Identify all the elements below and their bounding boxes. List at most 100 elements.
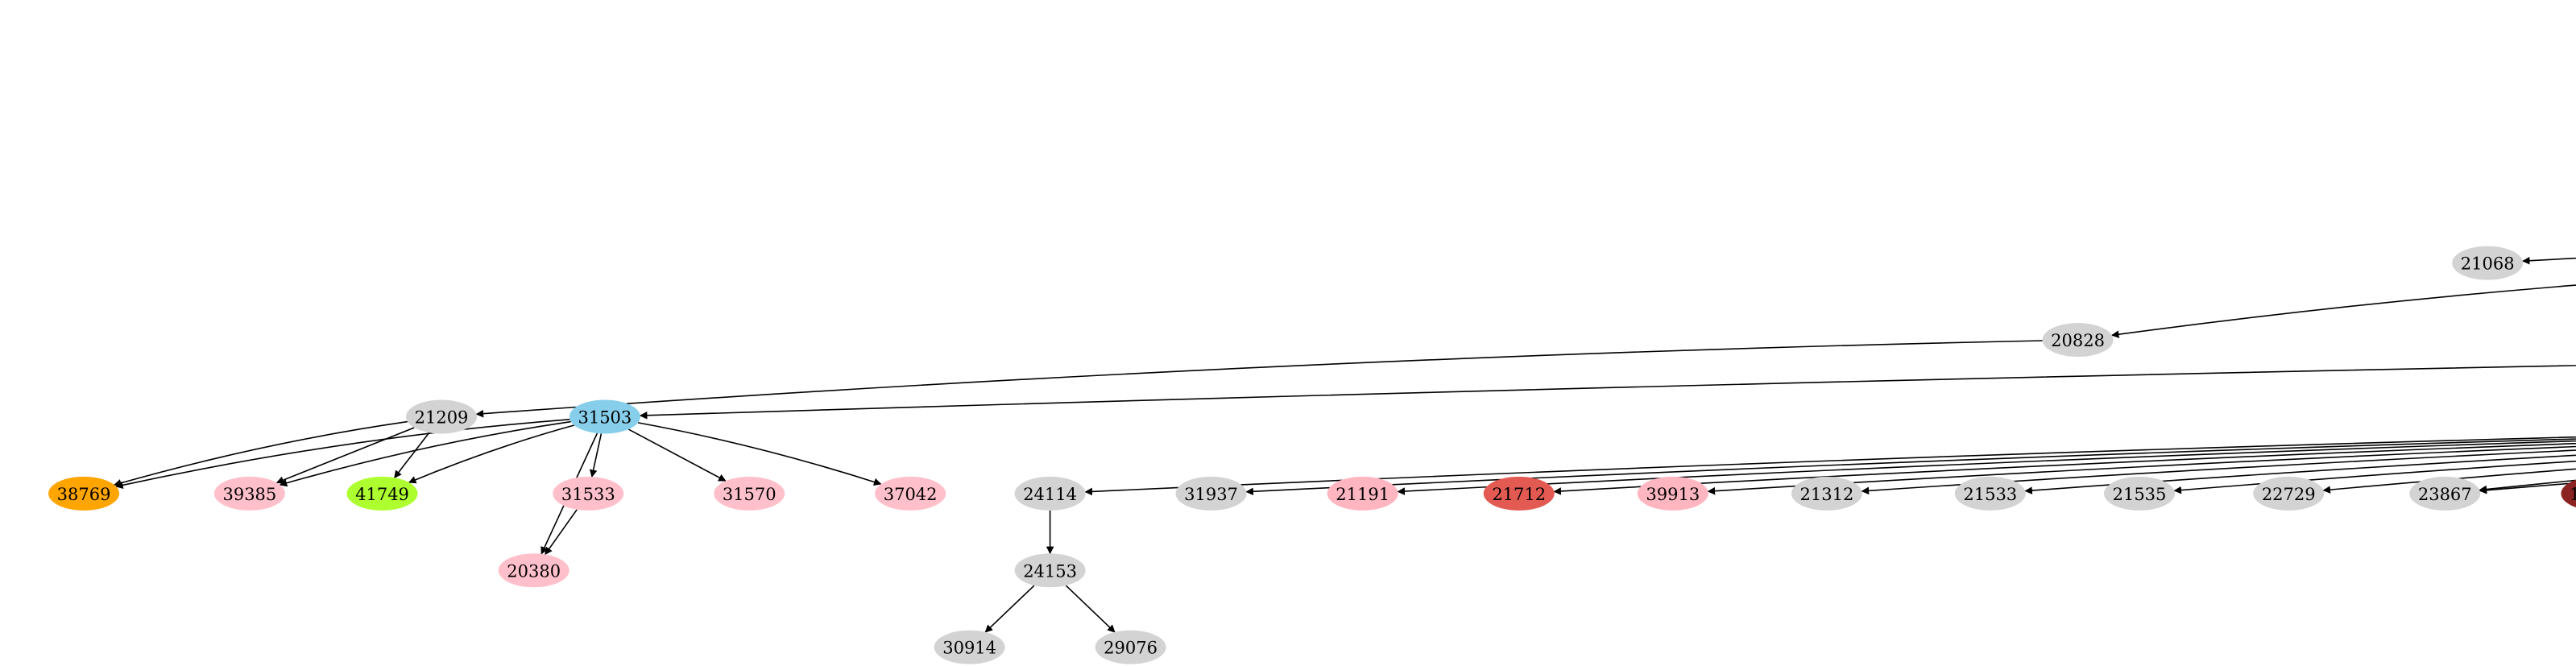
node-label: 21712 — [1492, 485, 1546, 504]
node-label: 21191 — [1336, 485, 1389, 504]
node-label: 24114 — [1023, 485, 1077, 504]
graph-edge — [639, 365, 2576, 420]
node-label: 31503 — [578, 407, 632, 427]
graph-node[interactable]: 22729 — [2253, 476, 2325, 511]
node-ellipse[interactable] — [346, 476, 418, 511]
node-ellipse[interactable] — [1014, 553, 1086, 588]
node-label: 30914 — [942, 639, 996, 658]
graph-edge — [113, 420, 408, 487]
node-label: 31570 — [723, 485, 777, 504]
graph-edge — [1707, 445, 2576, 495]
graph-edge — [545, 509, 578, 556]
graph-node[interactable]: 21535 — [2104, 476, 2175, 511]
graph-edge — [637, 422, 882, 486]
graph-node[interactable]: 21191 — [1327, 476, 1398, 511]
graph-node[interactable]: 39385 — [213, 476, 285, 511]
node-ellipse[interactable] — [406, 399, 478, 434]
graph-node[interactable]: 37042 — [875, 476, 946, 511]
node-label: 20828 — [2051, 331, 2105, 350]
edges-layer — [113, 256, 2576, 633]
node-ellipse[interactable] — [1954, 476, 2026, 511]
graph-edge — [2521, 256, 2576, 265]
graph-node[interactable]: 31570 — [714, 476, 785, 511]
graph-node[interactable]: 24114 — [1014, 476, 1086, 511]
node-ellipse[interactable] — [48, 476, 120, 511]
node-ellipse[interactable] — [553, 476, 624, 511]
node-ellipse[interactable] — [2409, 476, 2481, 511]
graph-edge — [1861, 449, 2576, 495]
graph-node[interactable]: 41749 — [346, 476, 418, 511]
graph-node[interactable]: 21209 — [406, 399, 478, 434]
node-label: 37042 — [884, 485, 938, 504]
graph-edge — [408, 424, 575, 484]
graph-node[interactable]: 38769 — [48, 476, 120, 511]
node-label: 23867 — [2418, 485, 2472, 504]
graph-edge — [627, 428, 727, 482]
node-label: 41749 — [355, 485, 409, 504]
node-ellipse[interactable] — [569, 399, 640, 434]
nodes-layer: 2059021022202872985721068210692108521086… — [48, 246, 2576, 664]
graph-node[interactable]: 21712 — [1483, 476, 1555, 511]
node-label: 21312 — [1800, 485, 1854, 504]
graph-node[interactable]: 31937 — [1175, 476, 1247, 511]
graph-edge — [589, 433, 603, 478]
graph-node[interactable]: 23867 — [2409, 476, 2481, 511]
graph-node[interactable]: 18081 — [2561, 477, 2576, 511]
node-ellipse[interactable] — [2561, 477, 2576, 511]
graph-edge — [1245, 438, 2576, 496]
node-ellipse[interactable] — [498, 553, 569, 588]
graph-node[interactable]: 21533 — [1954, 476, 2026, 511]
graph-node[interactable]: 31503 — [569, 399, 640, 434]
node-label: 31533 — [561, 485, 615, 504]
graph-edge — [2479, 482, 2576, 494]
graph-edge — [475, 340, 2043, 418]
node-label: 24153 — [1023, 561, 1077, 581]
graph-node[interactable]: 21312 — [1791, 476, 1862, 511]
node-ellipse[interactable] — [875, 476, 946, 511]
graph-edge — [279, 420, 571, 487]
graph-node[interactable]: 39913 — [1637, 476, 1708, 511]
node-label: 21535 — [2113, 485, 2167, 504]
graph-node[interactable]: 21068 — [2452, 246, 2524, 280]
graph-node[interactable]: 20380 — [498, 553, 569, 588]
node-ellipse[interactable] — [1175, 476, 1247, 511]
node-ellipse[interactable] — [1327, 476, 1398, 511]
node-label: 39385 — [222, 485, 276, 504]
node-label: 20380 — [507, 561, 561, 581]
node-label: 31937 — [1184, 485, 1238, 504]
node-label: 39913 — [1646, 485, 1700, 504]
graph-node[interactable]: 24153 — [1014, 553, 1086, 588]
node-label: 21533 — [1963, 485, 2017, 504]
graph-edge — [2173, 460, 2576, 494]
graph-node[interactable]: 31533 — [553, 476, 624, 511]
node-label: 22729 — [2262, 485, 2316, 504]
graph-edge — [2322, 468, 2576, 494]
graph-edge — [1084, 436, 2576, 496]
node-ellipse[interactable] — [2452, 246, 2524, 280]
graph-edge — [115, 419, 570, 490]
node-ellipse[interactable] — [934, 630, 1005, 664]
graph-edge — [1397, 440, 2576, 495]
graph-node[interactable]: 29076 — [1095, 630, 1166, 664]
node-label: 38769 — [57, 485, 111, 504]
graph-edge — [275, 427, 415, 484]
node-ellipse[interactable] — [1483, 476, 1555, 511]
node-label: 21068 — [2461, 254, 2515, 274]
graph-edge — [2024, 454, 2576, 494]
node-label: 21209 — [415, 407, 469, 427]
node-ellipse[interactable] — [2253, 476, 2325, 511]
graph-edge — [1553, 442, 2576, 495]
node-ellipse[interactable] — [2042, 323, 2114, 358]
node-ellipse[interactable] — [2104, 476, 2175, 511]
node-ellipse[interactable] — [1014, 476, 1086, 511]
graph-node[interactable]: 20828 — [2042, 323, 2114, 358]
graph-edge — [2110, 284, 2576, 338]
node-ellipse[interactable] — [1791, 476, 1862, 511]
graph-node[interactable]: 30914 — [934, 630, 1005, 664]
node-ellipse[interactable] — [714, 476, 785, 511]
node-ellipse[interactable] — [1095, 630, 1166, 664]
node-ellipse[interactable] — [1637, 476, 1708, 511]
node-ellipse[interactable] — [213, 476, 285, 511]
